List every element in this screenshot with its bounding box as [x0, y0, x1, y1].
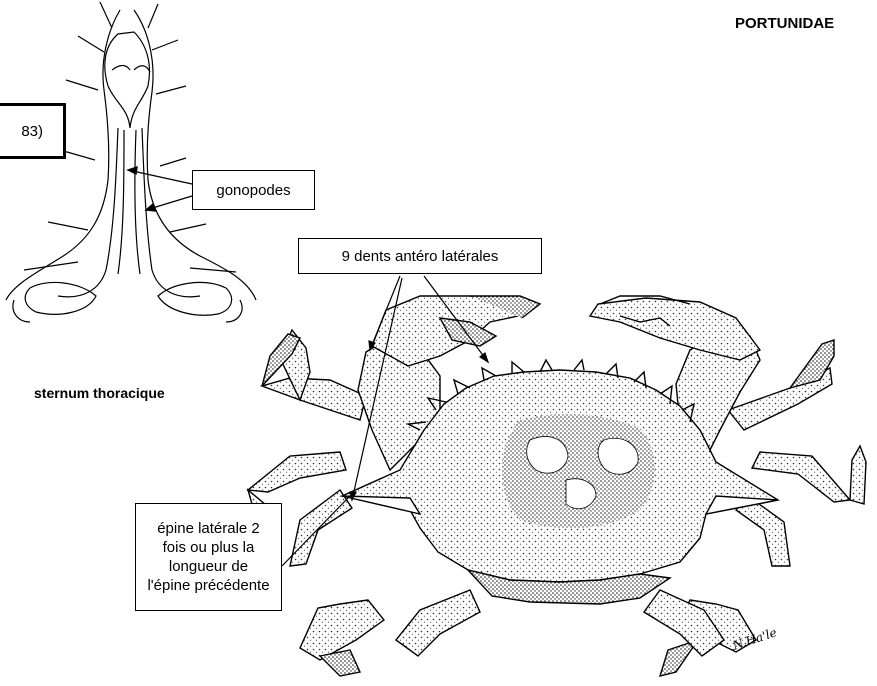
lateral-spine-line-1: épine latérale 2 [157, 519, 260, 538]
antero-lateral-label-box: 9 dents antéro latérales [298, 238, 542, 274]
partial-label-text: 83) [21, 122, 43, 141]
lateral-spine-line-4: l'épine précédente [147, 576, 269, 595]
lateral-spine-label-box: épine latérale 2 fois ou plus la longueu… [135, 503, 282, 611]
sternum-caption: sternum thoracique [34, 385, 165, 401]
crab-left-legs [262, 378, 366, 420]
crab-illustration [248, 296, 866, 676]
gonopodes-label: gonopodes [216, 181, 290, 200]
sternum-gonopode-sketch [6, 2, 256, 322]
antero-lateral-label: 9 dents antéro latérales [342, 247, 499, 266]
gonopodes-label-box: gonopodes [192, 170, 315, 210]
gonopod-pointers [128, 167, 192, 211]
family-heading: PORTUNIDAE [735, 15, 834, 32]
lateral-spine-line-3: longueur de [169, 557, 248, 576]
partial-label-box: 83) [0, 103, 66, 159]
lateral-spine-line-2: fois ou plus la [163, 538, 255, 557]
